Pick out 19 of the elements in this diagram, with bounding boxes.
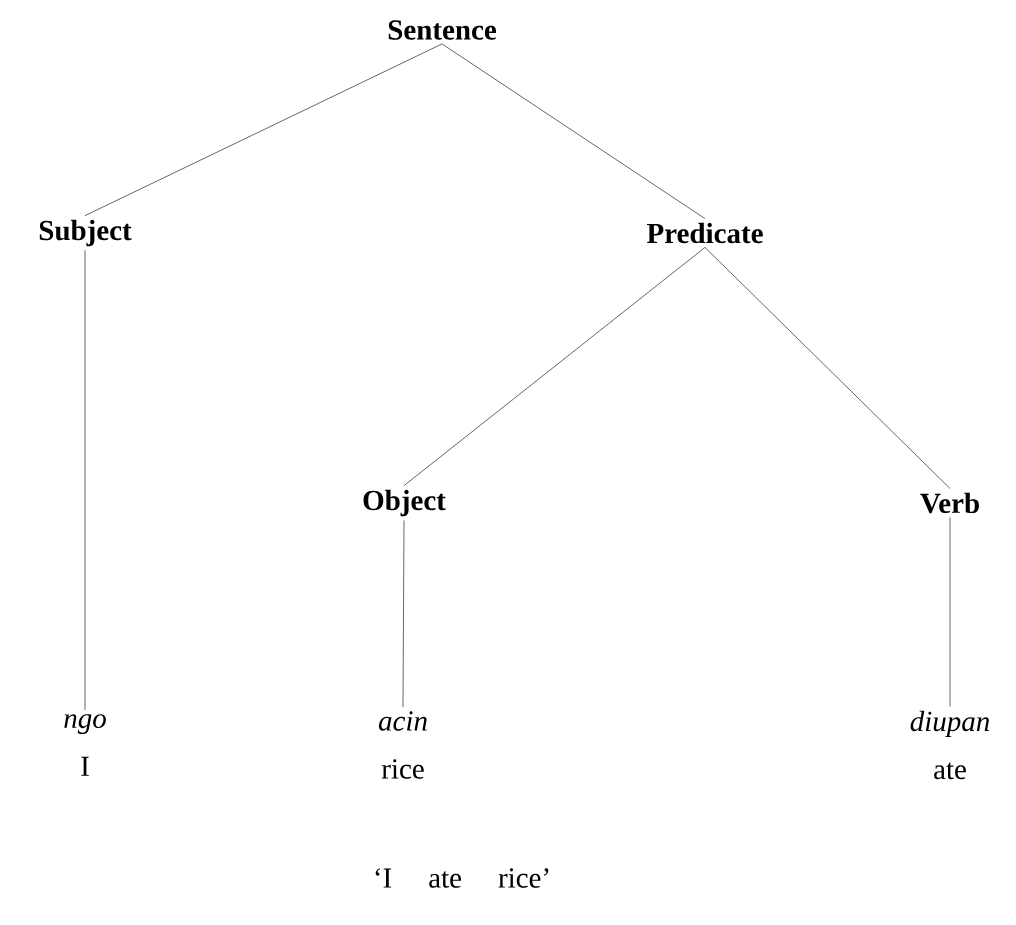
tree-branch [704, 247, 951, 489]
tree-branch [403, 247, 706, 486]
tree-branch [949, 517, 951, 707]
tree-branch [441, 43, 706, 219]
category-label: Sentence [388, 20, 496, 40]
tree-branch [84, 43, 443, 216]
category-label: Predicate [647, 222, 763, 244]
translation: ‘I ate rice’ [375, 868, 549, 888]
tree-branch [402, 520, 405, 708]
word: acin [378, 711, 427, 731]
gloss: rice [381, 759, 424, 779]
word: ngo [64, 714, 106, 734]
category-label: Verb [920, 492, 979, 514]
tree-branch [84, 250, 86, 711]
word: diupan [910, 710, 990, 738]
gloss: I [81, 756, 89, 776]
gloss: ate [934, 762, 966, 780]
category-label: Object [363, 489, 446, 517]
category-label: Subject [39, 219, 132, 247]
